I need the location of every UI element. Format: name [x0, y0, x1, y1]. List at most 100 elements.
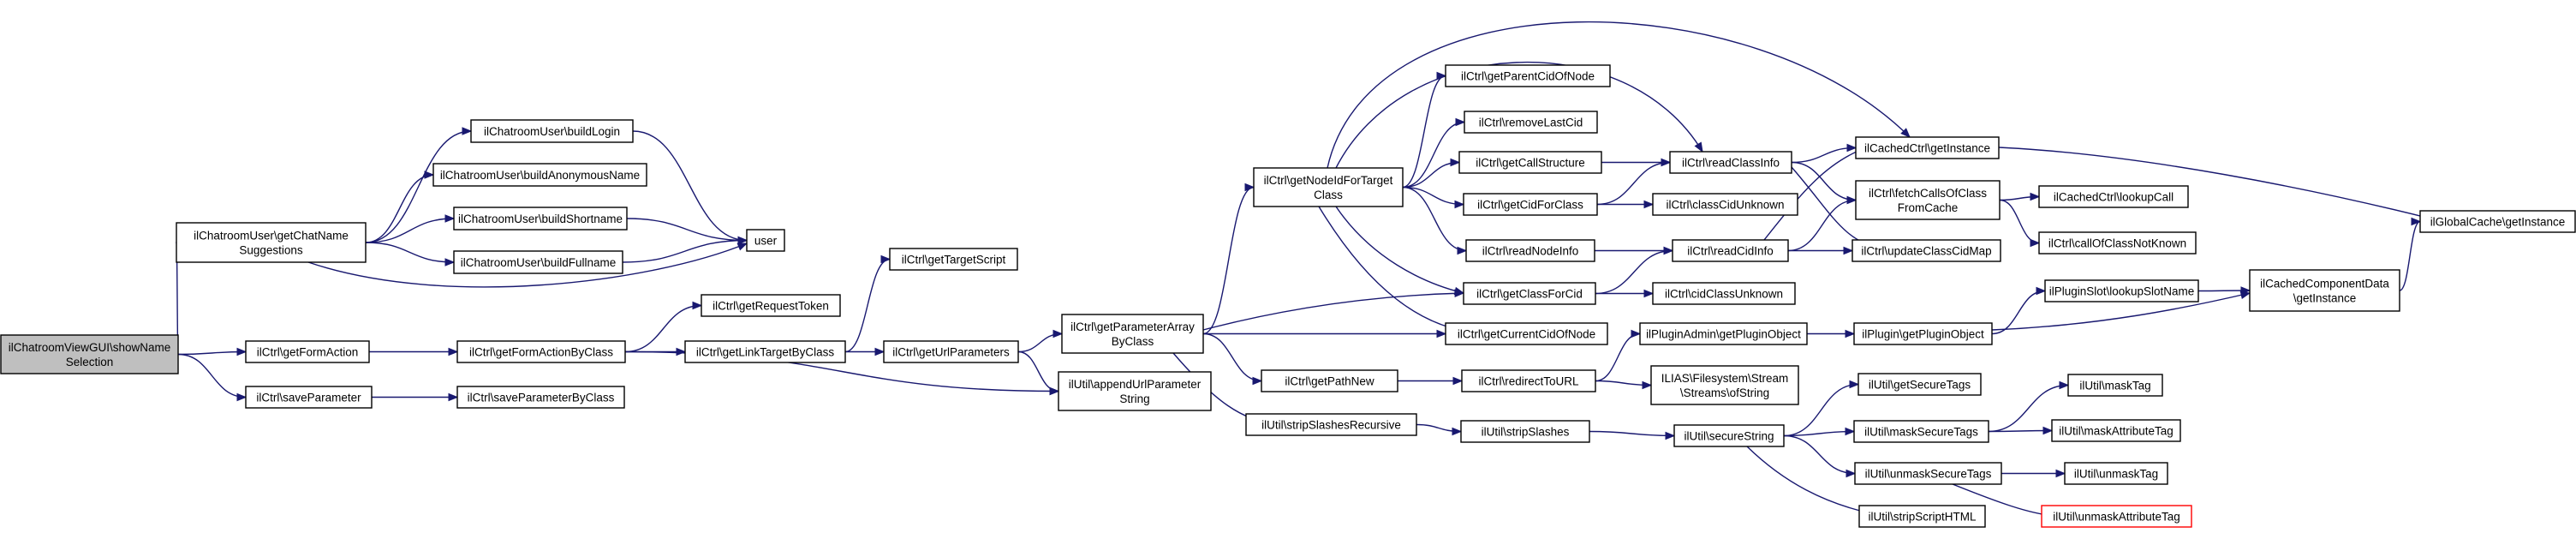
edge-redirectToURL-to-getPluginObjAdmin — [1595, 329, 1642, 382]
node-ilutil-unmaskattributetag[interactable]: ilUtil\unmaskAttributeTag — [2041, 505, 2192, 528]
edge-arrowhead — [2042, 426, 2054, 435]
node-ilutil-stripscripthtml[interactable]: ilUtil\stripScriptHTML — [1858, 505, 1986, 528]
node-ilctrl-getrequesttoken[interactable]: ilCtrl\getRequestToken — [701, 294, 841, 317]
node-box — [2249, 269, 2400, 312]
node-ilutil-securestring[interactable]: ilUtil\secureString — [1673, 424, 1785, 447]
node-ilctrl-getpathnew[interactable]: ilCtrl\getPathNew — [1261, 369, 1398, 392]
edge-readCidInfo-to-updateClassCidMap — [1788, 246, 1854, 255]
node-ilctrl-callofclassnotknown[interactable]: ilCtrl\callOfClassNotKnown — [2038, 231, 2197, 255]
node-label: ilUtil\maskTag — [2079, 380, 2150, 392]
node-ilctrl-getclassforcid[interactable]: ilCtrl\getClassForCid — [1463, 282, 1596, 305]
edge-arrowhead — [2036, 286, 2047, 296]
node-ilcachedctrl-lookupcall[interactable]: ilCachedCtrl\lookupCall — [2038, 185, 2189, 208]
edge-line — [1202, 332, 1262, 382]
node-ilctrl-gettargetscript[interactable]: ilCtrl\getTargetScript — [889, 248, 1018, 271]
edge-arrowhead — [1244, 183, 1255, 192]
node-ilplugin-getpluginobject[interactable]: ilPlugin\getPluginObject — [1853, 322, 1993, 345]
node-label: ilCtrl\getRequestToken — [713, 300, 829, 313]
node-box — [456, 340, 626, 363]
node-ilutil-unmasksecuretags[interactable]: ilUtil\unmaskSecureTags — [1854, 462, 2002, 485]
node-ilglobalcache-getinstance[interactable]: ilGlobalCache\getInstance — [2419, 210, 2576, 233]
node-box — [456, 386, 625, 409]
node-ilctrl-getcurrentcidofnode[interactable]: ilCtrl\getCurrentCidOfNode — [1445, 322, 1608, 345]
node-ilctrl-getcidforclass[interactable]: ilCtrl\getCidForClass — [1463, 193, 1598, 216]
edge-line — [1783, 383, 1859, 437]
node-ilchatroomuser-buildlogin[interactable]: ilChatroomUser\buildLogin — [470, 119, 634, 143]
edge-arrowhead — [236, 392, 247, 402]
node-label: ilUtil\maskSecureTags — [1864, 426, 1978, 439]
node-ilchatroomuser-buildshortname[interactable]: ilChatroomUser\buildShortname — [453, 207, 628, 231]
node-ilutil-masktag[interactable]: ilUtil\maskTag — [2067, 374, 2163, 397]
node-ilctrl-classcidunknown[interactable]: ilCtrl\classCidUnknown — [1652, 193, 1798, 216]
node-ilctrl-updateclasscidmap[interactable]: ilCtrl\updateClassCidMap — [1852, 239, 2001, 262]
node-ilctrl-getlinktargetbyclass[interactable]: ilCtrl\getLinkTargetByClass — [684, 340, 846, 363]
node-box — [746, 229, 785, 252]
node-label: ilUtil\unmaskAttributeTag — [2053, 511, 2180, 524]
edge-getChatNameSug-to-buildAnon — [365, 171, 435, 243]
node-ilctrl-getformactionbyclass[interactable]: ilCtrl\getFormActionByClass — [456, 340, 626, 363]
edge-getLinkTarget-to-getTargetScript — [844, 255, 891, 353]
node-label: ilCtrl\getLinkTargetByClass — [696, 346, 835, 359]
edge-line — [1318, 206, 1474, 333]
node-ilchatroomuser-buildanonymousname[interactable]: ilChatroomUser\buildAnonymousName — [432, 163, 647, 187]
node-ilchatroomuser-buildfullname[interactable]: ilChatroomUser\buildFullname — [453, 250, 623, 274]
edge-arrowhead — [1252, 376, 1263, 386]
node-ilctrl-redirecttourl[interactable]: ilCtrl\redirectToURL — [1461, 369, 1596, 392]
node-ilcachedcomponentdata-getinstance[interactable]: ilCachedComponentData\getInstance — [2249, 269, 2400, 312]
node-ilutil-getsecuretags[interactable]: ilUtil\getSecureTags — [1857, 373, 1982, 396]
node-ilctrl-saveparameterbyclass[interactable]: ilCtrl\saveParameterByClass — [456, 386, 625, 409]
edge-line — [1327, 21, 1911, 169]
node-ilutil-maskattributetag[interactable]: ilUtil\maskAttributeTag — [2051, 419, 2181, 442]
node-ilctrl-readnodeinfo[interactable]: ilCtrl\readNodeInfo — [1465, 239, 1595, 262]
node-label: ilChatroomUser\buildLogin — [484, 125, 620, 138]
node-box — [1673, 424, 1785, 447]
node-ilctrl-saveparameter[interactable]: ilCtrl\saveParameter — [245, 386, 373, 409]
node-box — [432, 163, 647, 187]
node-ilctrl-readclassinfo[interactable]: ilCtrl\readClassInfo — [1669, 151, 1792, 174]
node-ilctrl-readcidinfo[interactable]: ilCtrl\readCidInfo — [1672, 239, 1789, 262]
edge-arrowhead — [1846, 143, 1857, 153]
edge-getCidForClass-to-readClassInfo — [1596, 158, 1672, 206]
node-ilpluginslot-lookupslotname[interactable]: ilPluginSlot\lookupSlotName — [2044, 279, 2199, 302]
node-ilctrl-cidclassunknown[interactable]: ilCtrl\cidClassUnknown — [1652, 282, 1796, 305]
node-box — [2064, 462, 2168, 485]
node-ilcachedctrl-getinstance[interactable]: ilCachedCtrl\getInstance — [1855, 136, 2000, 159]
edge-arrowhead — [1457, 246, 1468, 255]
node-ilctrl-removelastcid[interactable]: ilCtrl\removeLastCid — [1464, 111, 1598, 134]
edge-line — [1791, 161, 1857, 201]
node-label: ilChatroomViewGUI\showName — [9, 341, 171, 354]
edge-line — [365, 174, 434, 243]
node-ilctrl-getformaction[interactable]: ilCtrl\getFormAction — [245, 340, 370, 363]
edge-arrowhead — [236, 347, 247, 356]
edge-line — [365, 242, 455, 263]
node-box — [2067, 374, 2163, 397]
edge-getParamArray-to-getCurrentCid — [1203, 329, 1447, 338]
node-ilutil-stripslashesrecursive[interactable]: ilUtil\stripSlashesRecursive — [1245, 413, 1417, 436]
node-user[interactable]: user — [746, 229, 785, 252]
edge-line — [1595, 249, 1673, 295]
node-ilutil-masksecuretags[interactable]: ilUtil\maskSecureTags — [1853, 420, 1989, 443]
node-label: ilGlobalCache\getInstance — [2430, 216, 2566, 229]
node-box — [2051, 419, 2181, 442]
edge-getNodeIdForTarget-to-getCidForClass — [1402, 186, 1465, 209]
node-ilutil-unmasktag[interactable]: ilUtil\unmaskTag — [2064, 462, 2168, 485]
node-box — [1261, 369, 1398, 392]
node-ilutil-stripslashes[interactable]: ilUtil\stripSlashes — [1460, 420, 1590, 443]
node-ilctrl-geturlparameters[interactable]: ilCtrl\getUrlParameters — [883, 340, 1019, 363]
node-ilctrl-getcallstructure[interactable]: ilCtrl\getCallStructure — [1458, 151, 1602, 174]
edge-arrowhead — [1665, 431, 1676, 440]
node-label: ilCtrl\saveParameterByClass — [468, 392, 615, 404]
edge-getCidForClass-to-classCidUnknown — [1597, 200, 1655, 209]
node-box — [1853, 420, 1989, 443]
node-box — [1854, 462, 2002, 485]
node-ilpluginadmin-getpluginobject[interactable]: ilPluginAdmin\getPluginObject — [1639, 322, 1808, 345]
edge-arrowhead — [1694, 141, 1703, 153]
node-ilctrl-getparentcidofnode[interactable]: ilCtrl\getParentCidOfNode — [1445, 64, 1611, 87]
node-ilias-filesystem-stream-streams-ofstring[interactable]: ILIAS\Filesystem\Stream\Streams\ofString — [1650, 365, 1799, 405]
